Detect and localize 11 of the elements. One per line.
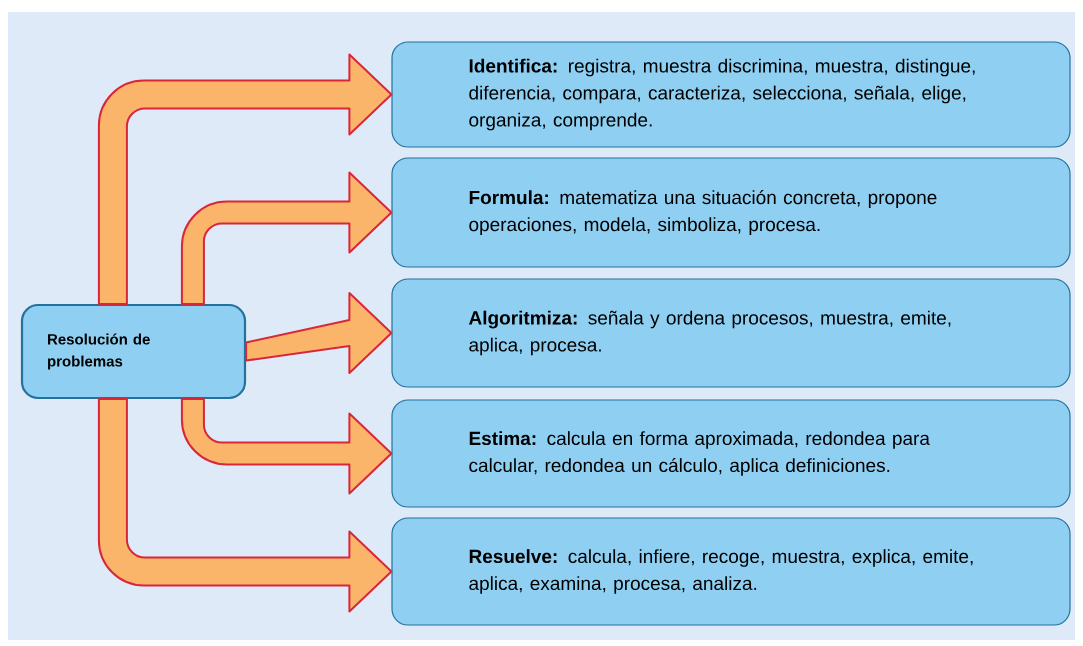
topic-box: Resolución de problemas [20,303,247,400]
description-box: Formula: matematiza una situación concreta, propone operaciones, modela, simboliza, procesa. [391,157,1071,268]
description-box: Identifica: registra, muestra discrimina, muestra, distingue, diferencia, compara, caracteriza, selecciona, señala, elige, organiza, comprende. [391,41,1071,148]
block-arrow [245,292,393,374]
description-box: Estima: calcula en forma aproximada, redondea para calcular, redondea un cálculo, aplica definiciones. [391,399,1071,508]
description-box: Resuelve: calcula, infiere, recoge, muestra, explica, emite, aplica, examina, procesa, analiza. [391,517,1071,626]
block-arrow [180,398,393,495]
block-arrow [97,53,393,305]
block-arrow [180,171,393,305]
description-box: Algoritmiza: señala y ordena procesos, muestra, emite, aplica, procesa. [391,278,1071,388]
block-arrow [97,398,393,613]
